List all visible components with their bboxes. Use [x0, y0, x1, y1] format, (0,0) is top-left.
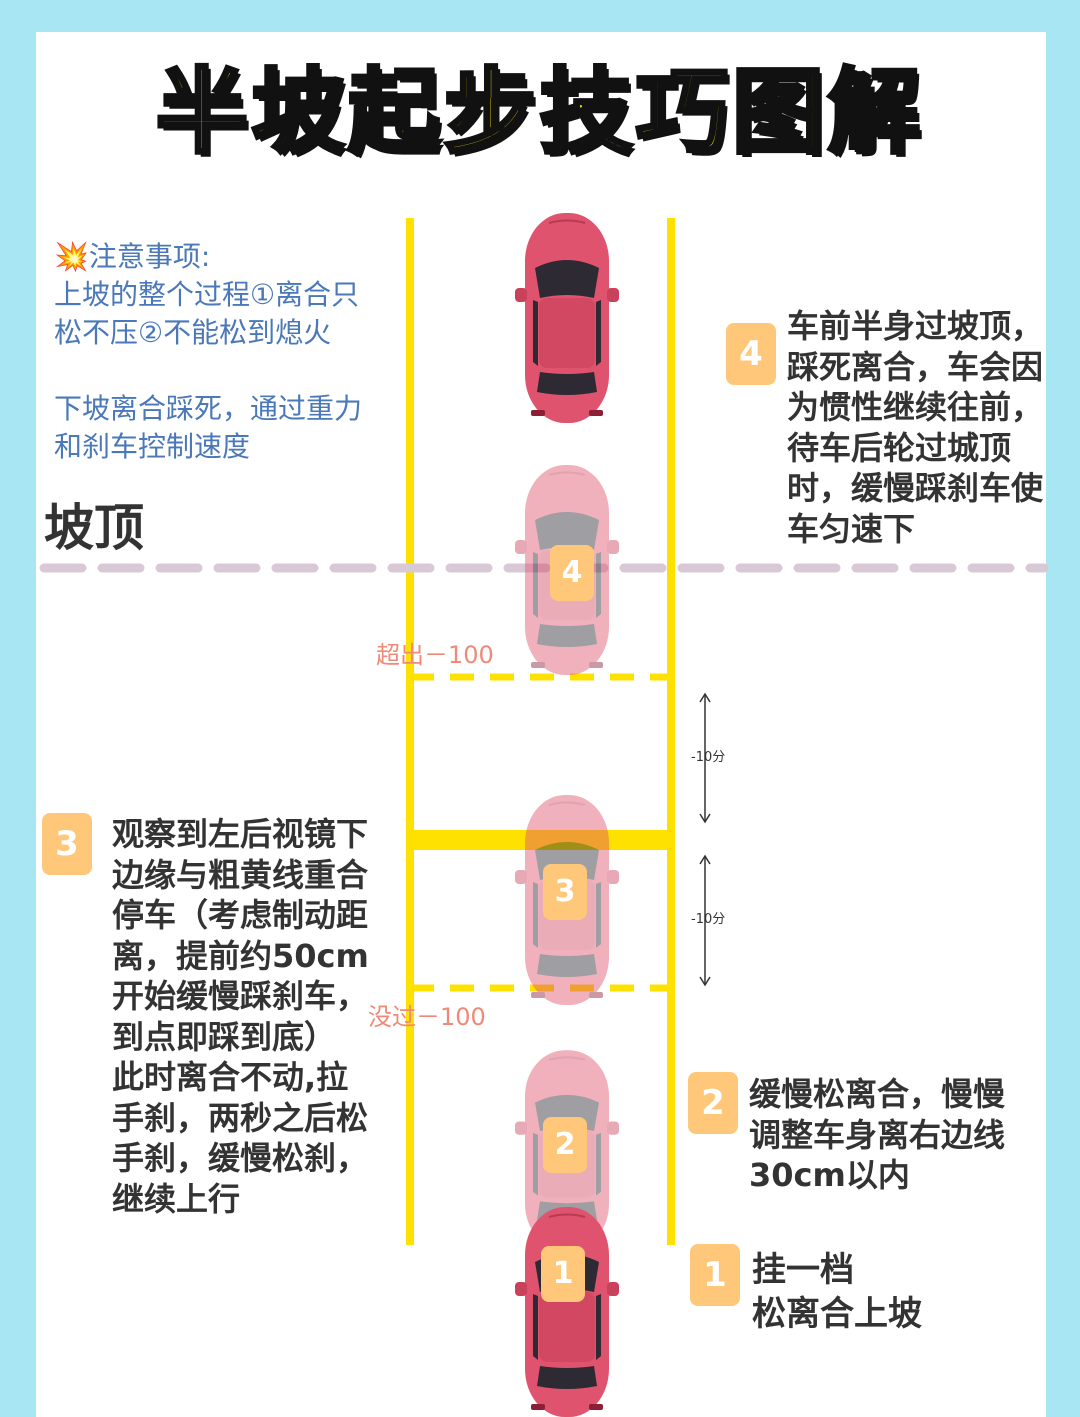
step-line: 此时离合不动,拉	[112, 1058, 349, 1096]
step-4-text: 车前半身过坡顶， 踩死离合，车会因 为惯性继续往前， 待车后轮过城顶 时，缓慢踩…	[787, 306, 1043, 549]
step-badge-4: 4	[726, 323, 776, 385]
step-badge-3: 3	[42, 813, 92, 875]
step-line: 车匀速下	[787, 509, 916, 548]
car-badge-3: 3	[543, 864, 587, 920]
step-line: 到点即踩到底）	[112, 1017, 337, 1056]
step-line: 调整车身离右边线	[749, 1115, 1006, 1154]
step-line: 手刹，缓慢松刹，	[112, 1139, 369, 1177]
deduct-upper-label: -10分	[691, 750, 726, 765]
step-line: 边缘与粗黄线重合	[112, 855, 369, 894]
deduct-lower-label: -10分	[691, 912, 726, 927]
step-3-text: 观察到左后视镜下 边缘与粗黄线重合 停车（考虑制动距 离，提前约50cm 开始缓…	[112, 814, 369, 1219]
page-title: 半坡起步技巧图解	[154, 57, 924, 168]
step-line: 踩死离合，车会因	[787, 347, 1044, 386]
step-line: 手刹，两秒之后松	[112, 1098, 369, 1137]
car-badge-2: 2	[543, 1117, 587, 1173]
notes-line: 松不压②不能松到熄火	[54, 316, 332, 349]
car-icon	[514, 1206, 620, 1417]
notes-block: 💥注意事项: 上坡的整个过程①离合只 松不压②不能松到熄火 下坡离合踩死，通过重…	[54, 238, 414, 466]
notes-line: 和刹车控制速度	[54, 430, 251, 463]
step-1-text: 挂一档 松离合上坡	[752, 1248, 922, 1336]
car-badge-1: 1	[541, 1246, 585, 1302]
step-line: 继续上行	[112, 1179, 241, 1218]
step-badge-1: 1	[690, 1244, 740, 1306]
step-line: 观察到左后视镜下	[112, 815, 369, 853]
notes-line: 下坡离合踩死，通过重力	[54, 392, 363, 425]
slope-top-label: 坡顶	[44, 499, 144, 557]
step-line: 车前半身过坡顶，	[787, 307, 1044, 345]
not-over-marker-label: 没过－100	[368, 1003, 486, 1031]
step-2-text: 缓慢松离合，慢慢 调整车身离右边线 30cm以内	[749, 1074, 1005, 1196]
car-icon	[514, 212, 620, 424]
notes-header: 💥注意事项:	[54, 240, 211, 273]
step-line: 离，提前约50cm	[112, 936, 369, 975]
step-line: 待车后轮过城顶	[787, 428, 1012, 467]
double-arrow-icon	[699, 692, 711, 824]
step-line: 停车（考虑制动距	[112, 896, 369, 934]
notes-line: 上坡的整个过程①离合只	[54, 278, 360, 311]
over-marker-label: 超出－100	[376, 641, 494, 669]
step-badge-2: 2	[688, 1072, 738, 1134]
car-badge-4: 4	[550, 545, 594, 601]
step-line: 30cm以内	[749, 1156, 910, 1194]
double-arrow-icon	[699, 854, 711, 987]
step-line: 挂一档	[752, 1250, 854, 1290]
step-line: 为惯性继续往前，	[787, 388, 1044, 426]
step-line: 松离合上坡	[752, 1294, 922, 1334]
step-line: 开始缓慢踩刹车，	[112, 977, 369, 1015]
step-line: 时，缓慢踩刹车使	[787, 469, 1044, 507]
step-line: 缓慢松离合，慢慢	[749, 1075, 1006, 1113]
